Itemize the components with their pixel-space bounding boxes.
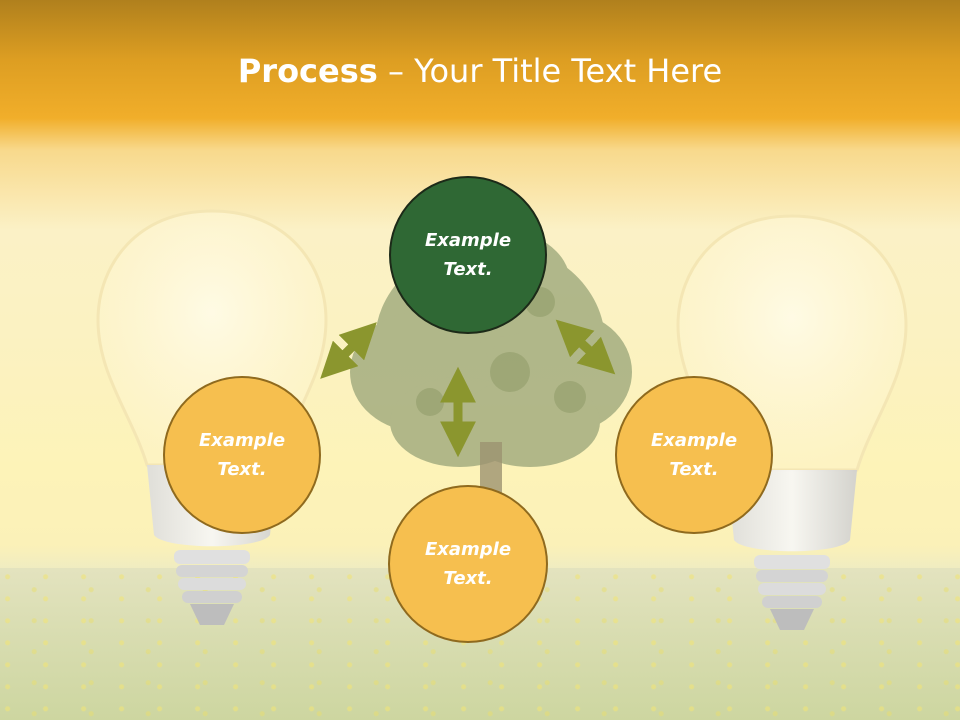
process-circle-right: Example Text. (615, 376, 773, 534)
arrow-top-right (555, 319, 616, 375)
circle-right-line2: Text. (669, 459, 719, 480)
process-circle-left: Example Text. (163, 376, 321, 534)
slide-title-bold: Process (237, 52, 378, 90)
process-circle-bottom: Example Text. (388, 485, 548, 643)
slide-title: Process – Your Title Text Here (0, 52, 960, 90)
circle-top-line1: Example (424, 230, 512, 251)
circle-bottom-line1: Example (424, 539, 512, 560)
circle-bottom-line2: Text. (443, 568, 493, 589)
slide-title-rest: – Your Title Text Here (377, 52, 723, 90)
arrow-top-left (320, 322, 377, 379)
circle-right-line1: Example (650, 430, 738, 451)
process-circle-top: Example Text. (389, 176, 547, 334)
circle-left-line2: Text. (217, 459, 267, 480)
circle-top-line2: Text. (443, 259, 493, 280)
circle-left-line1: Example (198, 430, 286, 451)
